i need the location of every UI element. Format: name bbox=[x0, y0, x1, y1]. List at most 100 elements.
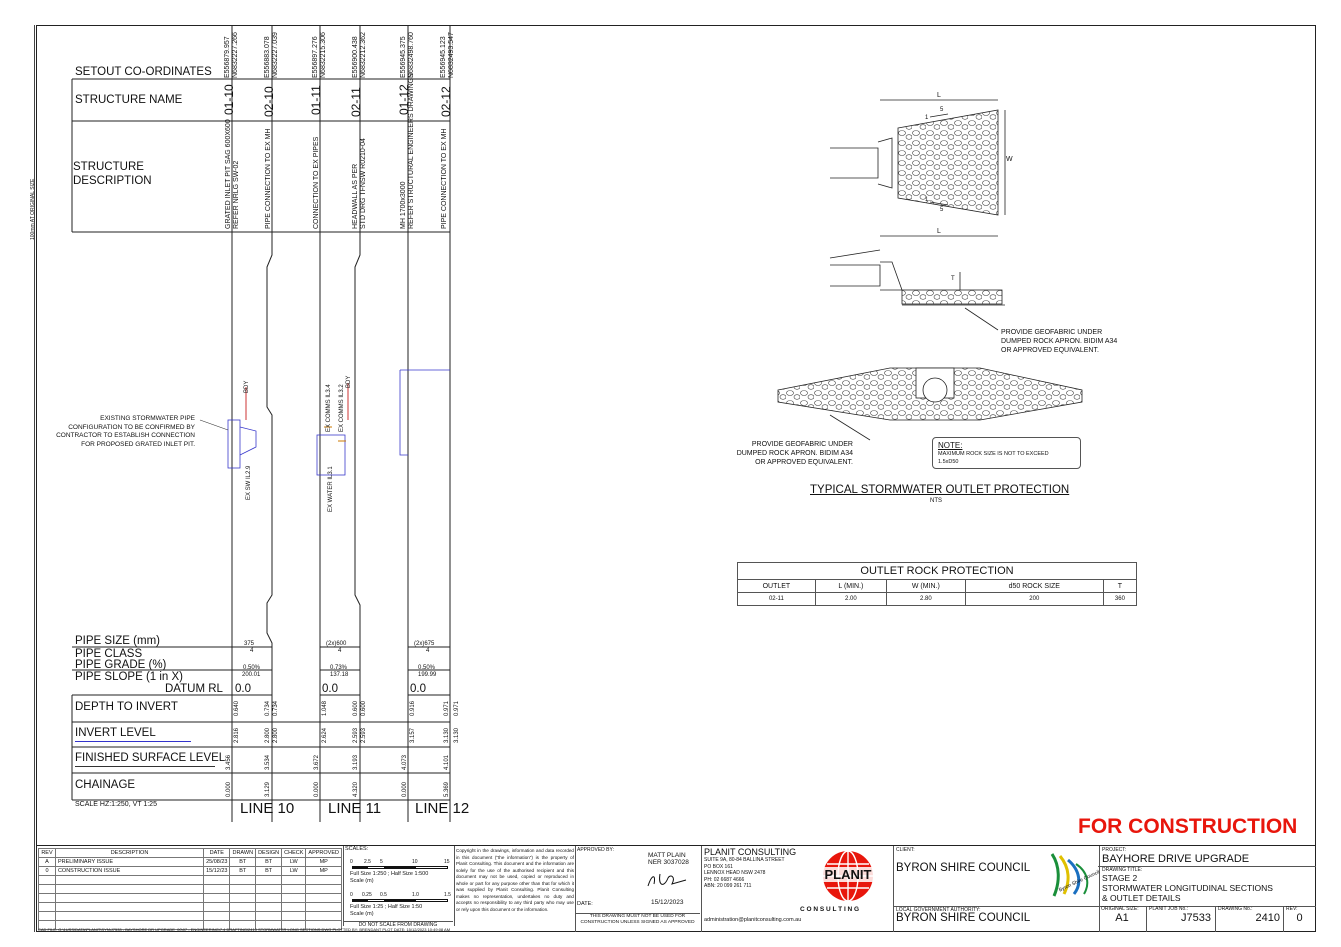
slope-1-bottom: 1 bbox=[925, 197, 929, 203]
orig-size-cell: ORIGINAL SIZE: A1 bbox=[1098, 906, 1147, 932]
rev-r0-6: MP bbox=[305, 857, 342, 867]
rev-h-1: DESCRIPTION bbox=[54, 848, 205, 858]
detail-subtitle: NTS bbox=[930, 498, 942, 504]
job-cell: PLANIT JOB No.: J7533 bbox=[1146, 906, 1216, 932]
l11-grade: 0.73% bbox=[330, 665, 348, 671]
do-not-scale: DO NOT SCALE FROM DRAWING bbox=[343, 921, 453, 928]
scales-box bbox=[343, 846, 455, 926]
rev-r1-0: 0 bbox=[38, 866, 56, 876]
depth-label: DEPTH TO INVERT bbox=[75, 701, 178, 713]
rock-h-2: W (MIN.) bbox=[886, 579, 966, 593]
rev-cell: REV: 0 bbox=[1283, 906, 1316, 932]
scale1-t3: 10 bbox=[412, 859, 418, 865]
orig-size-value: A1 bbox=[1115, 912, 1129, 924]
note-title: NOTE: bbox=[938, 441, 963, 450]
l11-name: LINE 11 bbox=[328, 800, 382, 817]
desc-02-12: PIPE CONNECTION TO EX MH bbox=[441, 128, 448, 229]
company-name: PLANIT CONSULTING bbox=[704, 847, 797, 857]
dim-T-section: T bbox=[951, 276, 955, 282]
table-row: A PRELIMINARY ISSUE 25/08/23 BT BT LW MP bbox=[38, 857, 342, 867]
rev-r1-2: 15/12/23 bbox=[203, 866, 231, 876]
rev-label: REV: bbox=[1286, 906, 1298, 912]
rev-h-4: DESIGN bbox=[255, 848, 283, 858]
l10-class: 4 bbox=[250, 648, 254, 654]
structure-name-01-11: 01-11 bbox=[309, 85, 323, 115]
l12-chainage-0: 0.000 bbox=[402, 781, 408, 797]
excomms-label-2: EX COMMS IL3.2 bbox=[339, 384, 345, 432]
pipe-size-label: PIPE SIZE (mm) bbox=[75, 635, 160, 647]
structure-name-02-12: 02-12 bbox=[439, 86, 453, 117]
invert-label: INVERT LEVEL bbox=[75, 727, 156, 739]
drawing-title: STAGE 2 STORMWATER LONGITUDINAL SECTIONS… bbox=[1102, 873, 1273, 903]
structure-name-01-10: 01-10 bbox=[222, 84, 236, 115]
for-construction-stamp: FOR CONSTRUCTION bbox=[1078, 815, 1298, 838]
planit-logo-text: PLANIT bbox=[812, 867, 884, 882]
approver-name: MATT PLAIN bbox=[648, 852, 686, 859]
l11-depth-1: 0.600 bbox=[353, 700, 359, 716]
l12-fsl-0: 4.073 bbox=[402, 754, 408, 770]
title-block bbox=[36, 845, 1316, 933]
rock-h-1: L (MIN.) bbox=[814, 579, 888, 593]
copyright-text: Copyright in the drawings, information a… bbox=[456, 848, 574, 912]
signature-image bbox=[647, 873, 687, 887]
rev-h-0: REV bbox=[38, 848, 56, 858]
pipe-slope-label: PIPE SLOPE (1 in X) bbox=[75, 671, 184, 683]
rock-protection-table: OUTLET ROCK PROTECTION OUTLET L (MIN.) W… bbox=[737, 562, 1138, 606]
job-value: J7533 bbox=[1181, 912, 1211, 924]
geofabric-note-1: PROVIDE GEOFABRIC UNDER DUMPED ROCK APRO… bbox=[1001, 329, 1118, 354]
pipe-grade-label: PIPE GRADE (%) bbox=[75, 659, 167, 671]
table-row: 02-11 2.00 2.80 200 360 bbox=[737, 592, 1138, 606]
l10-depth-2: 0.734 bbox=[273, 700, 279, 716]
approved-by-label: APPROVED BY: bbox=[577, 847, 614, 853]
company-address: SUITE 9A, 80-84 BALLINA STREET PO BOX 16… bbox=[704, 857, 785, 889]
l10-depth-0: 0.640 bbox=[234, 700, 240, 716]
revision-table: REV DESCRIPTION DATE DRAWN DESIGN CHECK … bbox=[38, 848, 342, 930]
authority-divider bbox=[893, 906, 1098, 907]
scale2-t3: 1.0 bbox=[412, 892, 419, 898]
l12-name: LINE 12 bbox=[415, 800, 470, 817]
l10-chainage-0: 0.000 bbox=[226, 781, 232, 797]
client-name: BYRON SHIRE COUNCIL bbox=[896, 862, 1031, 874]
slope-5-bottom: 5 bbox=[940, 207, 944, 213]
rev-r0-1: PRELIMINARY ISSUE bbox=[54, 857, 205, 867]
rock-c-4: 360 bbox=[1102, 592, 1138, 606]
l10-grade: 0.50% bbox=[243, 665, 261, 671]
desc-01-11: CONNECTION TO EX PIPES bbox=[313, 136, 320, 229]
info-divider bbox=[1098, 906, 1316, 907]
l12-size: (2x)675 bbox=[414, 641, 435, 647]
orig-size-label: ORIGINAL SIZE: bbox=[1101, 906, 1139, 912]
project-name: BAYHORE DRIVE UPGRADE bbox=[1102, 853, 1250, 865]
drawing-frame bbox=[36, 25, 1316, 932]
l10-invert-0: 2.816 bbox=[234, 727, 240, 743]
scale2-text: Full Size 1:25 ; Half Size 1:50 Scale (m… bbox=[350, 904, 423, 917]
rock-h-4: T bbox=[1102, 579, 1138, 593]
date-label: DATE: bbox=[577, 901, 593, 907]
rev-r1-1: CONSTRUCTION ISSUE bbox=[54, 866, 205, 876]
scale1-t2: 5 bbox=[380, 859, 383, 865]
approval-box bbox=[575, 846, 702, 932]
l12-depth-2: 0.971 bbox=[454, 700, 460, 716]
l12-fsl-1: 4.101 bbox=[444, 754, 450, 770]
slope-5-top: 5 bbox=[940, 107, 944, 113]
dim-W-plan: W bbox=[1006, 156, 1013, 163]
scale2-t2: 0.5 bbox=[380, 892, 387, 898]
l10-invert-1: 2.800 bbox=[265, 727, 271, 743]
structure-name-label: STRUCTURE NAME bbox=[75, 94, 183, 106]
authority-name: BYRON SHIRE COUNCIL bbox=[896, 912, 1031, 924]
l11-depth-0: 1.048 bbox=[322, 700, 328, 716]
rock-c-1: 2.00 bbox=[814, 592, 888, 606]
rev-r0-0: A bbox=[38, 857, 56, 867]
l12-invert-1: 3.130 bbox=[444, 727, 450, 743]
approval-note: THIS DRAWING MUST NOT BE USED FOR CONSTR… bbox=[575, 913, 700, 926]
dwg-value: 2410 bbox=[1255, 912, 1280, 924]
rock-c-3: 200 bbox=[964, 592, 1104, 606]
scale1-t1: 2.5 bbox=[364, 859, 371, 865]
l12-invert-0: 3.157 bbox=[410, 727, 416, 743]
